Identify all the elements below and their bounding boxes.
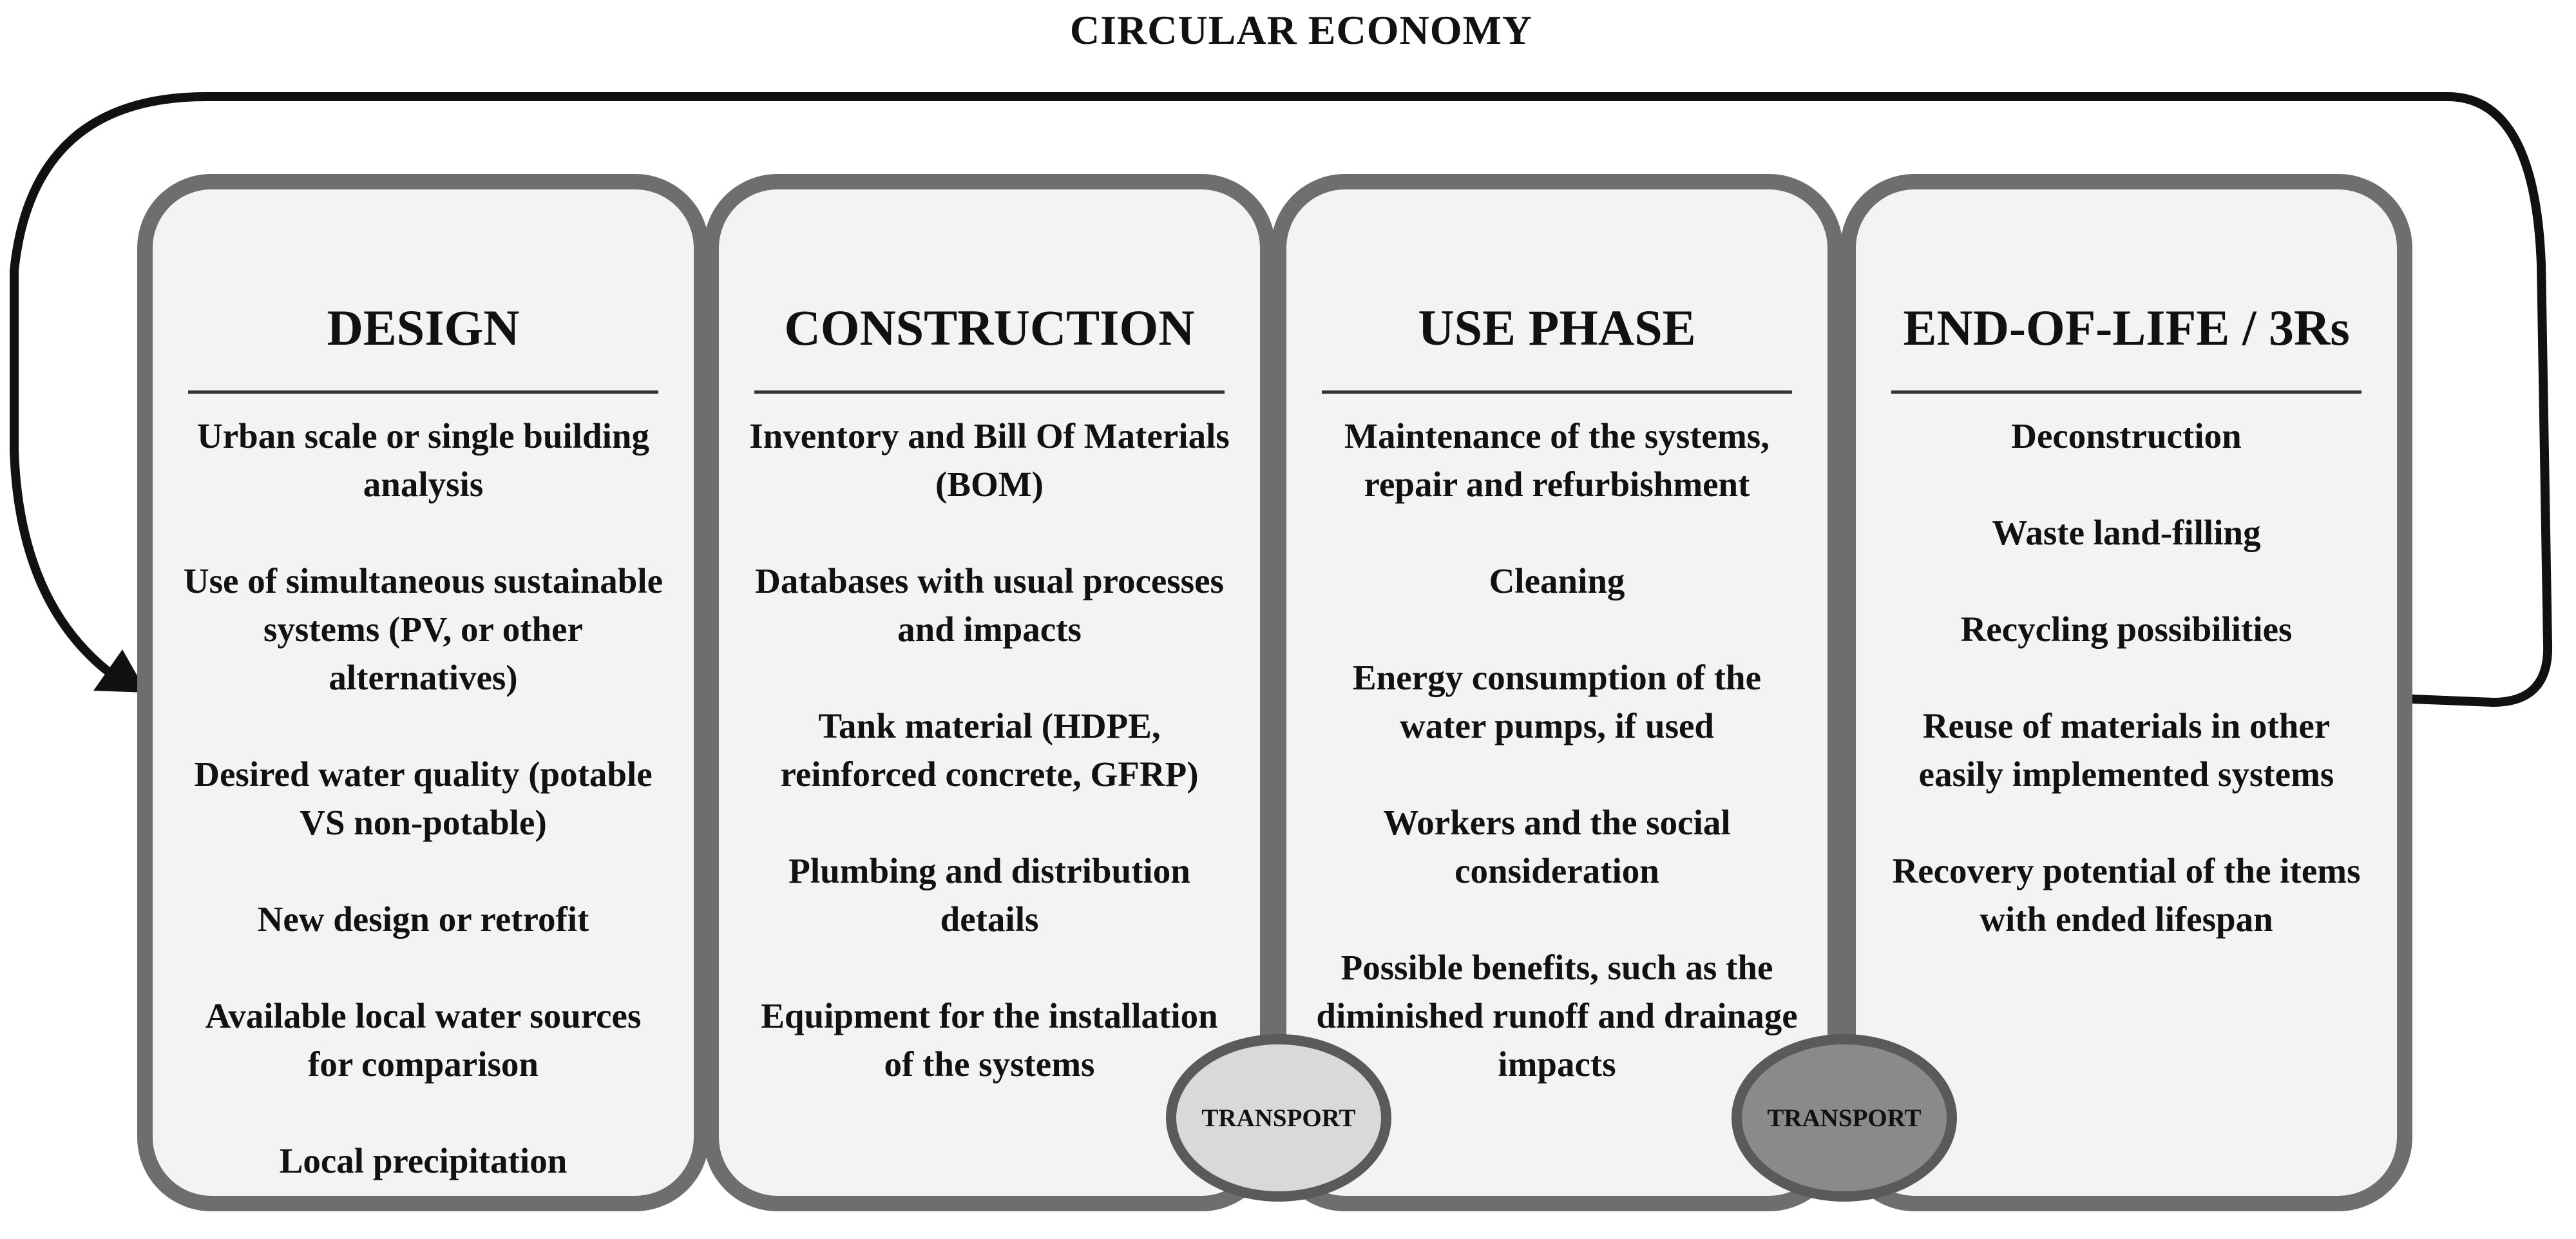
panel-title: CONSTRUCTION (784, 300, 1195, 356)
list-item: Use of simultaneous sustainable systems … (183, 561, 663, 697)
divider (1891, 390, 2361, 394)
panel-title: DESIGN (327, 300, 520, 356)
panel-title: END-OF-LIFE / 3Rs (1903, 300, 2350, 356)
list-item: Recovery potential of the items with end… (1892, 851, 2361, 939)
item-list: Maintenance of the systems, repair and r… (1312, 412, 1802, 1137)
list-item: Energy consumption of the water pumps, i… (1352, 658, 1762, 745)
list-item: Equipment for the installation of the sy… (761, 996, 1218, 1084)
list-item: Databases with usual processes and impac… (755, 561, 1224, 649)
diagram-title: CIRCULAR ECONOMY (1069, 7, 1533, 53)
list-item: Cleaning (1489, 561, 1625, 600)
panel-construction: CONSTRUCTION Inventory and Bill Of Mater… (703, 174, 1275, 1211)
list-item: Waste land-filling (1992, 513, 2261, 552)
item-list: Deconstruction Waste land-filling Recycl… (1882, 412, 2371, 992)
list-item: Urban scale or single building analysis (197, 416, 649, 504)
list-item: Deconstruction (2011, 416, 2242, 456)
list-item: Maintenance of the systems, repair and r… (1344, 416, 1770, 504)
divider (754, 390, 1225, 394)
list-item: New design or retrofit (257, 899, 589, 939)
panel-end-of-life: END-OF-LIFE / 3Rs Deconstruction Waste l… (1840, 174, 2412, 1211)
divider (1322, 390, 1792, 394)
list-item: Plumbing and distribution details (788, 851, 1190, 939)
list-item: Inventory and Bill Of Materials (BOM) (749, 416, 1230, 504)
panel-design: DESIGN Urban scale or single building an… (137, 174, 709, 1211)
list-item: Workers and the social consideration (1383, 803, 1731, 890)
list-item: Tank material (HDPE, reinforced concrete… (780, 706, 1199, 794)
list-item: Available local water sources for compar… (205, 996, 642, 1084)
divider (188, 390, 658, 394)
list-item: Desired water quality (potable VS non-po… (194, 754, 653, 842)
transport-node-1: TRANSPORT (1166, 1034, 1391, 1202)
item-list: Urban scale or single building analysis … (178, 412, 668, 1233)
item-list: Inventory and Bill Of Materials (BOM) Da… (745, 412, 1234, 1137)
panel-title: USE PHASE (1418, 300, 1696, 356)
panel-use-phase: USE PHASE Maintenance of the systems, re… (1271, 174, 1843, 1211)
transport-node-2: TRANSPORT (1732, 1034, 1957, 1202)
list-item: Possible benefits, such as the diminishe… (1316, 948, 1798, 1084)
list-item: Recycling possibilities (1960, 610, 2293, 649)
list-item: Reuse of materials in other easily imple… (1918, 706, 2334, 794)
list-item: Local precipitation (279, 1141, 568, 1180)
arrowhead-icon (93, 649, 147, 693)
